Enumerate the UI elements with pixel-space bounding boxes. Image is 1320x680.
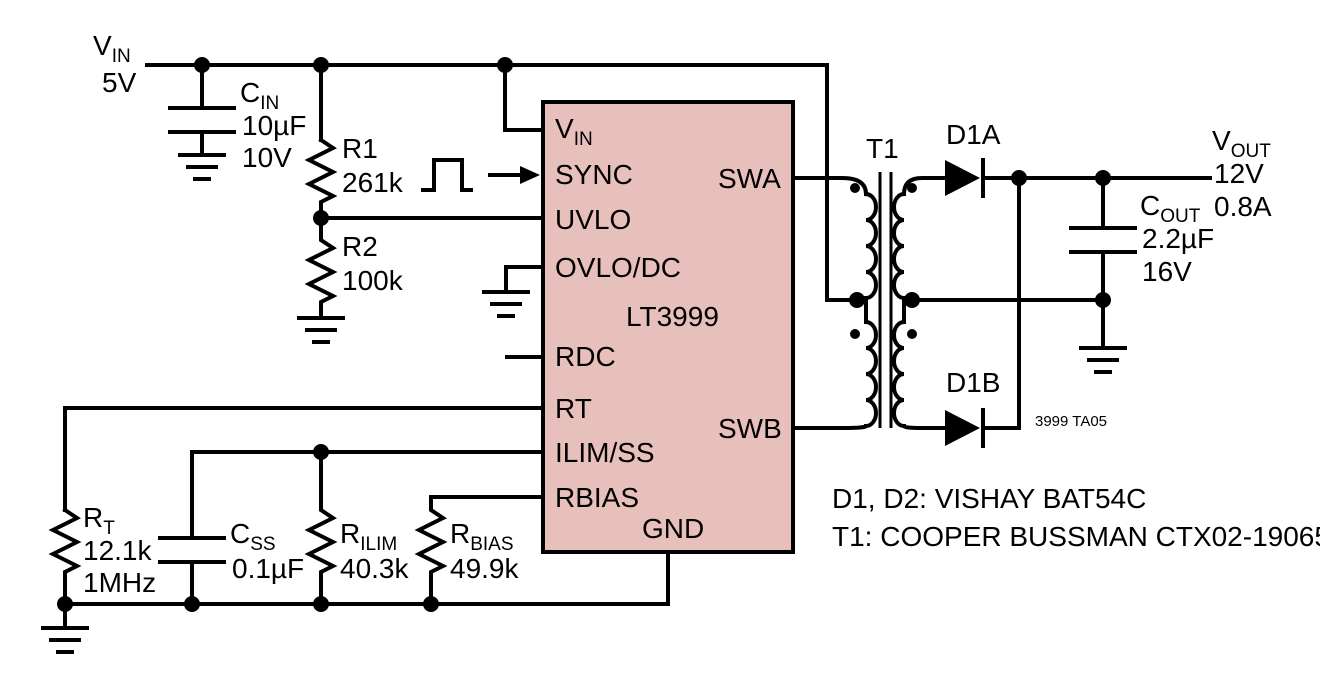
d1a-name: D1A [946, 119, 1001, 150]
wire-d1b-cathode [981, 176, 1021, 430]
cout-label: COUT [1140, 190, 1201, 227]
t1-primary-winding-b [791, 298, 878, 430]
r2-name: R2 [342, 231, 378, 262]
wire-ovlo [504, 265, 545, 294]
cin-ground-symbol [178, 153, 226, 181]
pin-swa-label: SWA [718, 163, 781, 194]
pin-rdc-label: RDC [555, 341, 616, 372]
pin-ilim-label: ILIM/SS [555, 437, 655, 468]
cin-voltage: 10V [242, 142, 292, 173]
wire-ilim-ss [190, 450, 545, 540]
rilim-label: RILIM [340, 518, 397, 555]
rt-label: RT [83, 502, 115, 539]
rbias-label: RBIAS [450, 518, 514, 555]
vout-value: 12V [1214, 158, 1264, 189]
rbias-value: 49.9k [450, 553, 519, 584]
css-label: CSS [230, 518, 276, 555]
note-diodes: D1, D2: VISHAY BAT54C [832, 483, 1146, 514]
t1-secondary-winding-b [892, 298, 947, 430]
vin-rail-wire [145, 63, 859, 302]
ovlo-ground-symbol [482, 290, 530, 318]
pin-swb-label: SWB [718, 413, 782, 444]
pin-sync-label: SYNC [555, 159, 633, 190]
d1a-diode-icon [945, 160, 980, 196]
vout-current: 0.8A [1214, 191, 1272, 222]
cin-plates [168, 106, 236, 134]
cin-value: 10µF [242, 110, 306, 141]
pin-rbias-label: RBIAS [555, 482, 639, 513]
t1-core [878, 172, 893, 428]
rt-value: 12.1k [83, 535, 152, 566]
main-ground-symbol [41, 626, 89, 654]
ground-bus-wire [63, 550, 670, 606]
pin-gnd-label: GND [642, 513, 704, 544]
rt-frequency: 1MHz [83, 567, 156, 598]
cout-ground-symbol [1079, 346, 1127, 374]
junction-diodes [1011, 170, 1027, 186]
cout-value: 2.2µF [1142, 223, 1214, 254]
vin-value: 5V [102, 67, 137, 98]
wire-swa [791, 176, 869, 197]
junction-gnd-rilim [313, 596, 329, 612]
d1b-name: D1B [946, 367, 1000, 398]
rilim-resistor [304, 450, 338, 606]
rilim-value: 40.3k [340, 553, 409, 584]
wire-vin-pin [503, 63, 545, 132]
rt-resistor [48, 507, 82, 606]
pin-rt-label: RT [555, 393, 592, 424]
rbias-resistor [414, 495, 545, 606]
junction-gnd-rbias [423, 596, 439, 612]
t1-dot-marker [850, 183, 860, 193]
pin-uvlo-label: UVLO [555, 204, 631, 235]
pin-ovlo-label: OVLO/DC [555, 252, 681, 283]
cout-voltage: 16V [1142, 256, 1192, 287]
t1-primary-winding-a [863, 191, 878, 302]
r1-value: 261k [342, 167, 404, 198]
pin-vin-label: VIN [555, 113, 593, 150]
r1-name: R1 [342, 133, 378, 164]
r2-resistor [304, 216, 338, 320]
sync-arrow-icon [520, 166, 540, 184]
junction-t1-primary-center [849, 292, 865, 308]
figure-code: 3999 TA05 [1035, 413, 1107, 430]
r2-value: 100k [342, 265, 404, 296]
ic-lt3999-body [541, 100, 795, 554]
t1-dot-marker [907, 329, 917, 339]
cout-capacitor [1069, 176, 1137, 350]
cin-label: CIN [240, 77, 279, 114]
css-plates [158, 536, 226, 564]
r1-resistor [304, 137, 338, 220]
css-value: 0.1µF [232, 553, 304, 584]
sync-pulse-icon [421, 158, 473, 192]
vout-label: VOUT [1212, 125, 1271, 162]
r2-ground-symbol [297, 316, 345, 344]
t1-name: T1 [866, 133, 899, 164]
vin-label: VIN [93, 30, 131, 67]
ic-name: LT3999 [626, 301, 719, 332]
junction-gnd-css [184, 596, 200, 612]
junction-cout-ground [1095, 292, 1111, 308]
t1-dot-marker [907, 183, 917, 193]
t1-dot-marker [850, 329, 860, 339]
d1b-diode-icon [945, 410, 980, 446]
note-transformer: T1: COOPER BUSSMAN CTX02-19065R [832, 521, 1320, 552]
wire-rt [63, 406, 545, 512]
t1-secondary-winding-a [892, 176, 947, 302]
